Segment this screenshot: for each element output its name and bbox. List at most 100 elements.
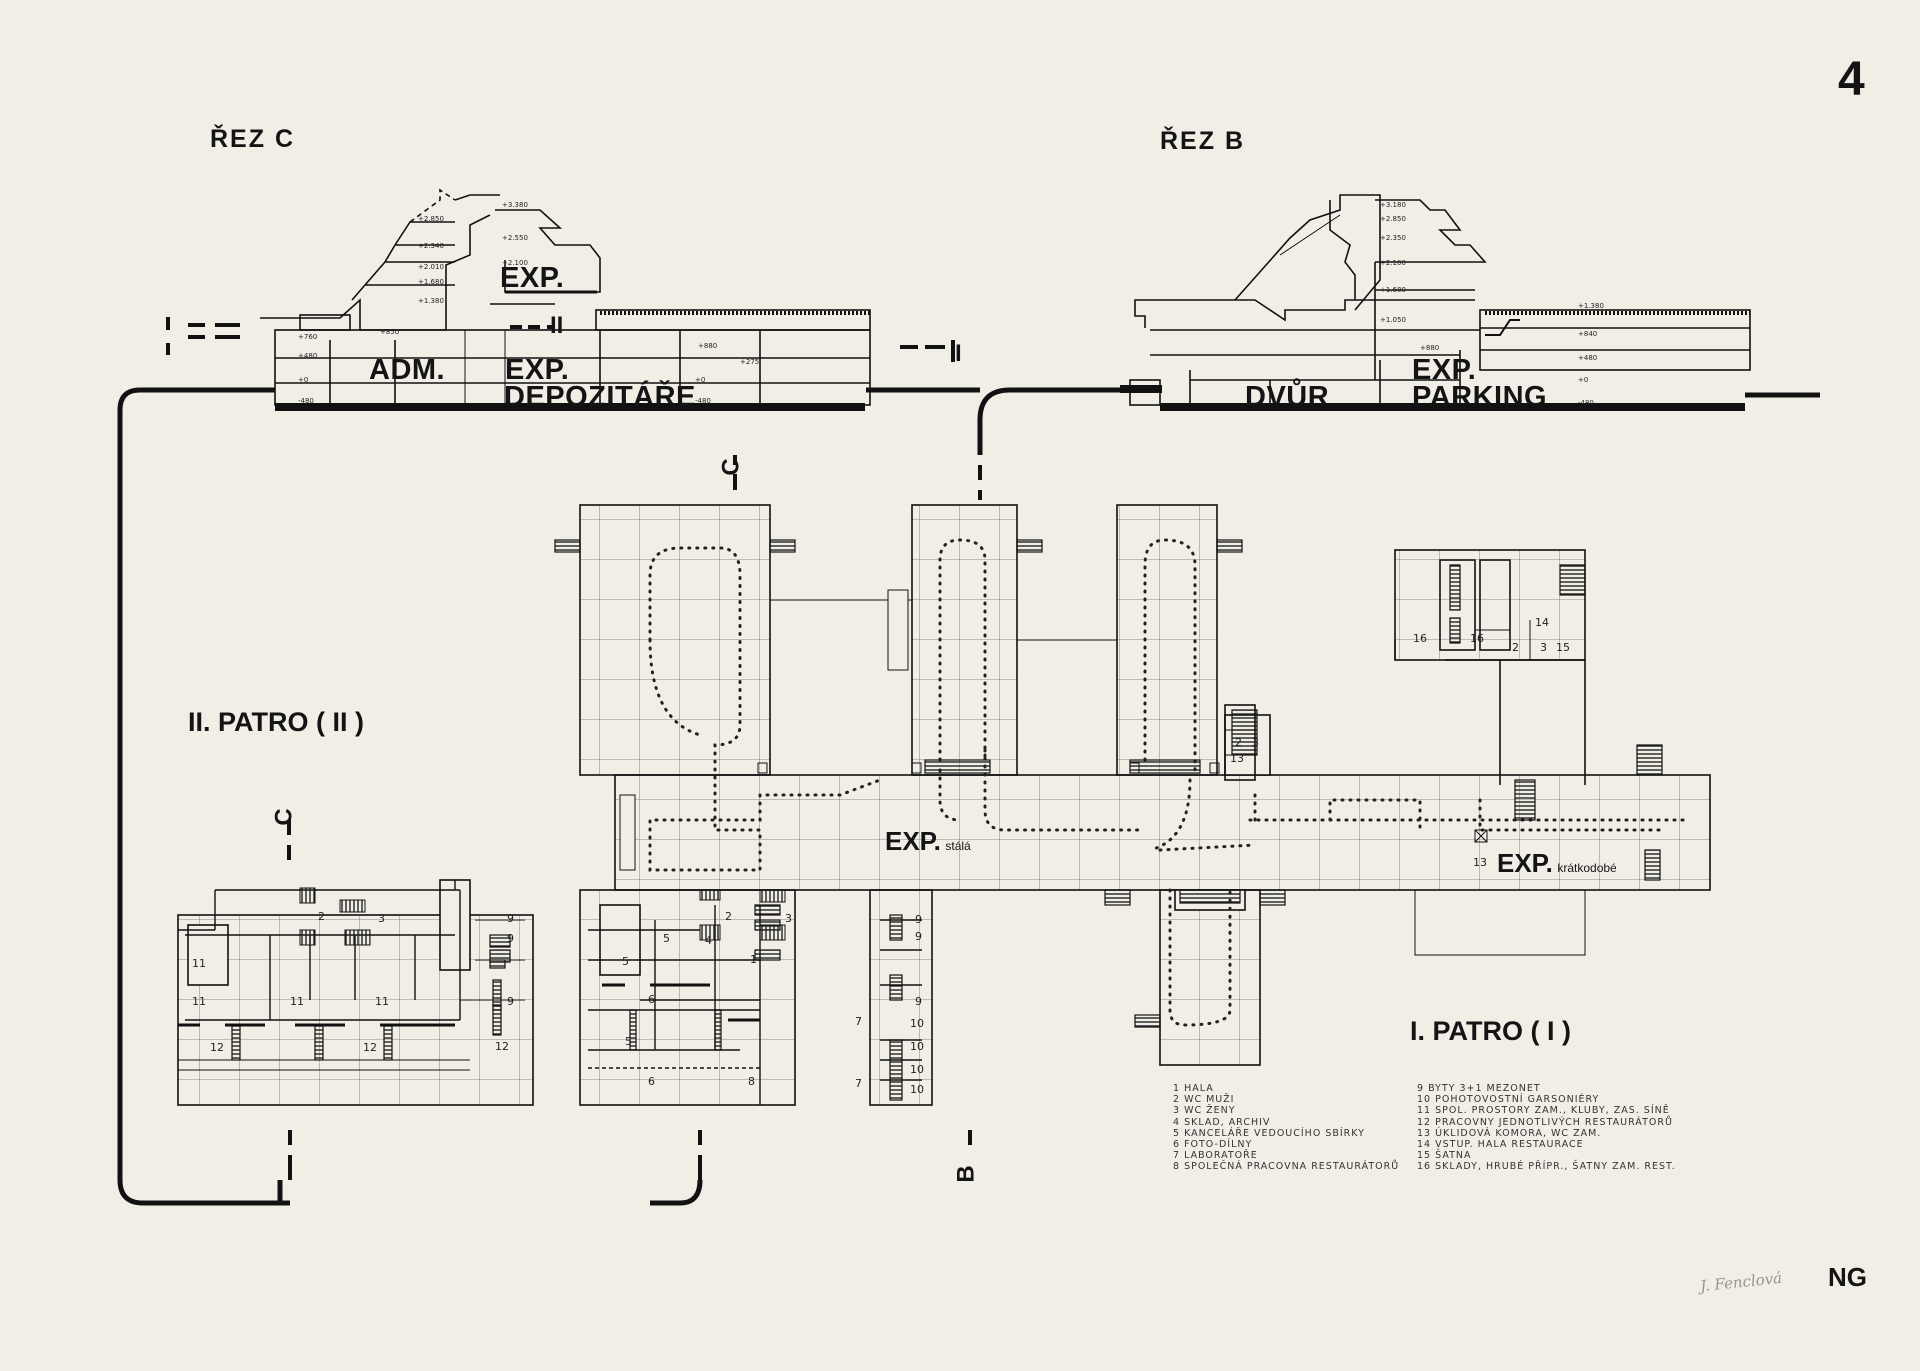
section-b-drawing (1129, 194, 1751, 406)
elev-b-2: +2.850 (1380, 215, 1406, 223)
room-3-top: 3 (1540, 641, 1547, 654)
exp-permanent-label: EXP. stálá (885, 826, 971, 857)
page-number: 4 (1838, 53, 1866, 106)
axis-b-bottom: B (952, 1165, 980, 1183)
legend-item: 11 SPOL. PROSTORY ZAM., KLUBY, ZAS. SÍNĚ (1417, 1105, 1670, 1117)
room-3-tower: 3 (1252, 736, 1259, 749)
room-g-5b: 5 (622, 955, 629, 968)
elev-c-17: -480 (695, 397, 711, 405)
room-16b: 16 (1470, 632, 1484, 645)
elev-c-6: +2.010 (418, 263, 444, 271)
elev-b-4: +2.100 (1380, 259, 1406, 267)
elev-c-4: +2.340 (418, 242, 444, 250)
elev-b-11: +0 (1578, 376, 1589, 384)
legend-item: 12 PRACOVNY JEDNOTLIVÝCH RESTAURÁTORŮ (1417, 1116, 1673, 1128)
elev-b-10: +480 (1578, 354, 1598, 362)
room-13-exp: 13 (1473, 856, 1487, 869)
section-c-exp-upper: EXP. (500, 262, 565, 294)
room-g-9b: 9 (915, 930, 922, 943)
circulation-paths (648, 538, 1692, 1027)
room-f2-11c: 11 (290, 995, 304, 1008)
elev-c-11: +480 (298, 352, 318, 360)
elev-b-7: +1.050 (1380, 316, 1406, 324)
elev-b-3: +2.350 (1380, 234, 1406, 242)
plan-upper-right (1224, 559, 1586, 785)
elev-c-8: +1.380 (418, 297, 444, 305)
room-g-10b: 10 (910, 1040, 924, 1053)
room-13-tower: 13 (1230, 752, 1244, 765)
floor-2-title: II. PATRO ( II ) (188, 707, 364, 737)
legend-item: 14 VSTUP. HALA RESTAURACE (1417, 1138, 1584, 1150)
ground-lines (117, 387, 1820, 1206)
room-f2-3: 3 (378, 912, 385, 925)
legend-item: 8 SPOLEČNÁ PRACOVNA RESTAURÁTORŮ (1173, 1161, 1400, 1173)
elev-c-3: +2.550 (502, 234, 528, 242)
section-c-exp-lower: EXP. (505, 354, 570, 386)
room-f2-12b: 12 (363, 1041, 377, 1054)
room-16a: 16 (1413, 632, 1427, 645)
section-c-title: ŘEZ C (210, 125, 295, 153)
elev-c-2: +2.850 (418, 215, 444, 223)
elev-c-13: +275 (740, 358, 760, 366)
exp-permanent-sub: stálá (945, 839, 971, 853)
room-g-5a: 5 (663, 932, 670, 945)
room-g-6b: 6 (648, 1075, 655, 1088)
room-g-7a: 7 (855, 1015, 862, 1028)
axis-c-left: C (270, 808, 298, 826)
room-g-2: 2 (725, 910, 732, 923)
plan-floor1 (177, 504, 1711, 1106)
elev-b-5: +1.680 (1380, 286, 1406, 294)
room-2-top: 2 (1512, 641, 1519, 654)
room-g-5c: 5 (625, 1035, 632, 1048)
legend-item: 5 KANCELÁŘE VEDOUCÍHO SBÍRKY (1173, 1127, 1365, 1139)
section-b-parking: PARKING (1412, 381, 1548, 413)
room-f2-9a: 9 (507, 912, 514, 925)
elev-b-12: -480 (1578, 399, 1594, 407)
exp-short-sub: krátkodobé (1557, 861, 1617, 875)
room-g-10c: 10 (910, 1063, 924, 1076)
legend-item: 15 ŠATNA (1417, 1150, 1472, 1162)
ground-fill (275, 385, 1745, 411)
room-g-9a: 9 (915, 913, 922, 926)
exp-short-term-label: EXP. krátkodobé (1497, 848, 1617, 879)
room-g-1: 1 (750, 953, 757, 966)
elev-b-6: +1.380 (1578, 302, 1604, 310)
plan-markers (757, 762, 1488, 843)
section-c-depozitare: DEPOZITÁŘE (504, 381, 696, 413)
elev-c-1: +3.380 (502, 201, 528, 209)
room-f2-12c: 12 (495, 1040, 509, 1053)
room-2-tower: 2 (1235, 736, 1242, 749)
room-g-8: 8 (748, 1075, 755, 1088)
room-f2-2: 2 (318, 910, 325, 923)
stamp-ng: NG (1828, 1262, 1867, 1292)
room-g-3: 3 (785, 912, 792, 925)
exp-permanent-title: EXP. (885, 826, 941, 856)
legend-item: 4 SKLAD, ARCHIV (1173, 1116, 1271, 1128)
elev-c-16: -480 (298, 397, 314, 405)
elev-c-12: +880 (698, 342, 718, 350)
legend-right: 9 BYTY 3+1 MEZONET 10 POHOTOVOSTNÍ GARSO… (1417, 1083, 1676, 1173)
section-c-adm: ADM. (369, 354, 446, 386)
floor-1-title: I. PATRO ( I ) (1410, 1016, 1571, 1046)
room-f2-9b: 9 (507, 932, 514, 945)
legend-item: 3 WC ŽENY (1173, 1105, 1236, 1117)
section-b-dvur: DVŮR (1245, 381, 1330, 413)
elev-c-5: +2.100 (502, 259, 528, 267)
elev-b-1: +3.180 (1380, 201, 1406, 209)
legend-item: 13 ÚKLIDOVÁ KOMORA, WC ZAM. (1417, 1127, 1602, 1139)
elev-b-9: +840 (1578, 330, 1598, 338)
plan-floor2-details (299, 887, 786, 946)
section-b-exp: EXP. (1412, 354, 1477, 386)
axis-ticks (166, 317, 982, 1180)
legend-item: 6 FOTO-DÍLNY (1173, 1138, 1253, 1150)
axis-c-top: C (717, 458, 745, 476)
legend-item: 16 SKLADY, HRUBÉ PŘÍPR., ŠATNY ZAM. REST… (1417, 1161, 1676, 1173)
section-b-title: ŘEZ B (1160, 127, 1245, 155)
elev-c-15: +0 (695, 376, 706, 384)
room-15: 15 (1556, 641, 1570, 654)
room-g-10d: 10 (910, 1083, 924, 1096)
room-f2-12a: 12 (210, 1041, 224, 1054)
room-g-4: 4 (705, 934, 712, 947)
